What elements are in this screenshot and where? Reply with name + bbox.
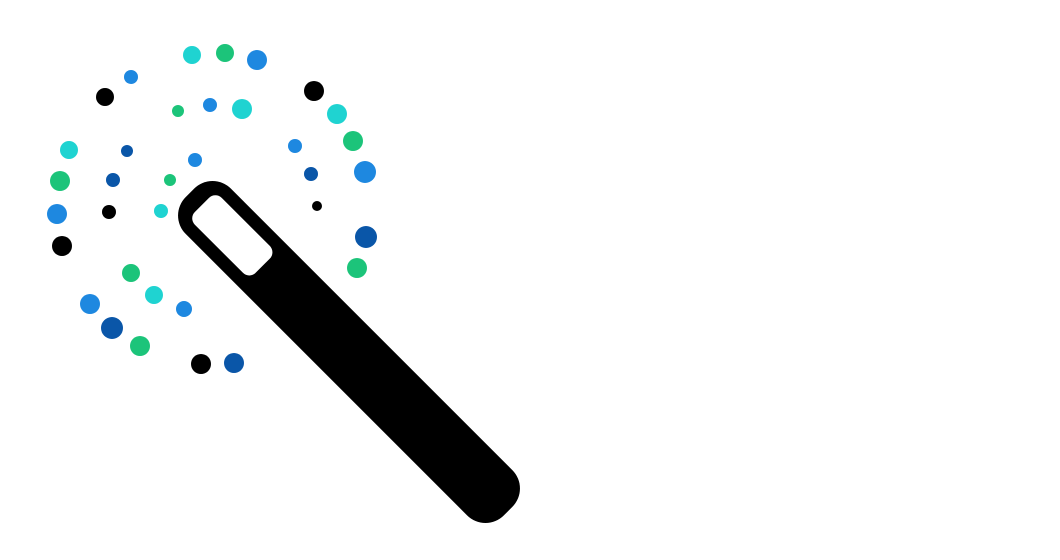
sparkle-dot [102,205,116,219]
sparkle-dot [216,44,234,62]
sparkle-dot [145,286,163,304]
sparkle-dot [203,98,217,112]
sparkle-dot [232,99,252,119]
sparkles-group [47,44,377,374]
sparkle-dot [247,50,267,70]
sparkle-dot [50,171,70,191]
wand-body [178,181,520,523]
sparkle-dot [101,317,123,339]
sparkle-dot [121,145,133,157]
sparkle-dot [176,301,192,317]
sparkle-dot [191,354,211,374]
sparkle-dot [355,226,377,248]
sparkle-dot [347,258,367,278]
sparkle-dot [130,336,150,356]
sparkle-dot [106,173,120,187]
sparkle-dot [52,236,72,256]
sparkle-dot [354,161,376,183]
sparkle-dot [154,204,168,218]
sparkle-dot [288,139,302,153]
sparkle-dot [122,264,140,282]
sparkle-dot [164,174,176,186]
sparkle-dot [124,70,138,84]
wand-group [178,181,520,523]
sparkle-dot [304,81,324,101]
sparkle-dot [47,204,67,224]
sparkle-dot [183,46,201,64]
sparkle-dot [172,105,184,117]
sparkle-dot [80,294,100,314]
sparkle-dot [96,88,114,106]
sparkle-dot [224,353,244,373]
sparkle-dot [312,201,322,211]
sparkle-dot [327,104,347,124]
sparkle-dot [343,131,363,151]
sparkle-dot [188,153,202,167]
wand-tip [192,195,273,276]
sparkle-dot [60,141,78,159]
sparkle-dot [304,167,318,181]
